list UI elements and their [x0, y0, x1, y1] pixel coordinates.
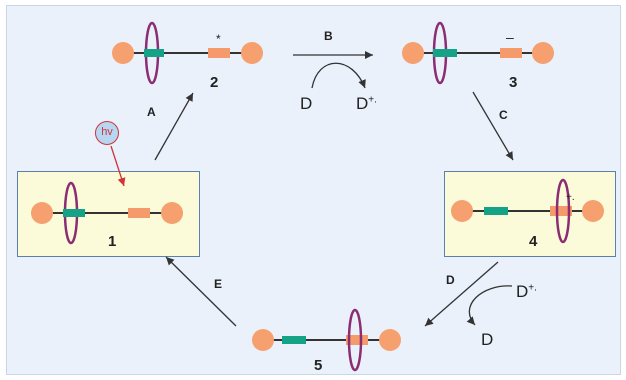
state-5-label: 5	[314, 357, 323, 374]
macrocycle-ring	[347, 308, 363, 372]
stopper	[532, 42, 554, 64]
green-station	[484, 207, 508, 215]
orange-station	[208, 48, 230, 58]
stopper	[161, 202, 183, 224]
arrow-step-a	[154, 92, 194, 161]
green-station	[144, 49, 164, 57]
photon-label: hv	[101, 126, 113, 138]
arrow-donor-reduction-d	[466, 285, 513, 326]
state-3-mark: –	[506, 29, 514, 45]
orange-station	[500, 48, 522, 58]
green-station	[63, 209, 85, 217]
rotaxane-5	[252, 308, 401, 372]
stopper	[451, 200, 473, 222]
stopper	[379, 329, 401, 351]
arrow-step-d	[424, 261, 499, 327]
state-4-mark: +.	[566, 192, 575, 203]
stopper	[31, 202, 53, 224]
state-3-label: 3	[509, 74, 518, 91]
step-d-label: D	[446, 273, 455, 287]
donor-cation-label-b: D+.	[356, 94, 377, 113]
state-1-label: 1	[108, 233, 117, 250]
rotaxane-1	[31, 181, 183, 245]
stopper	[112, 42, 134, 64]
state-4-label: 4	[529, 233, 538, 250]
stopper	[402, 42, 424, 64]
stopper	[252, 329, 274, 351]
arrow-step-e	[165, 256, 237, 327]
step-c-label: C	[499, 108, 508, 122]
step-b-label: B	[324, 29, 333, 43]
step-a-label: A	[147, 105, 156, 119]
stopper	[582, 200, 604, 222]
arrow-donor-oxidation-b	[311, 62, 366, 89]
donor-label-d: D	[481, 330, 494, 349]
green-station	[433, 49, 457, 57]
photon-arrow	[110, 145, 126, 187]
arrow-step-c	[472, 91, 514, 161]
green-station	[282, 336, 306, 344]
photon-badge	[95, 121, 119, 145]
state-2-label: 2	[210, 74, 219, 91]
rotaxane-3	[402, 21, 554, 85]
rotaxane-4	[451, 178, 604, 244]
donor-label-b: D	[300, 94, 313, 113]
orange-station	[550, 206, 572, 216]
state-2-mark: *	[216, 32, 221, 46]
orange-station	[128, 208, 150, 218]
stopper	[241, 42, 263, 64]
macrocycle-ring	[555, 178, 571, 244]
rotaxane-2	[112, 21, 263, 85]
step-e-label: E	[214, 277, 223, 291]
orange-station	[346, 335, 368, 345]
donor-cation-label-d: D+.	[516, 282, 537, 301]
